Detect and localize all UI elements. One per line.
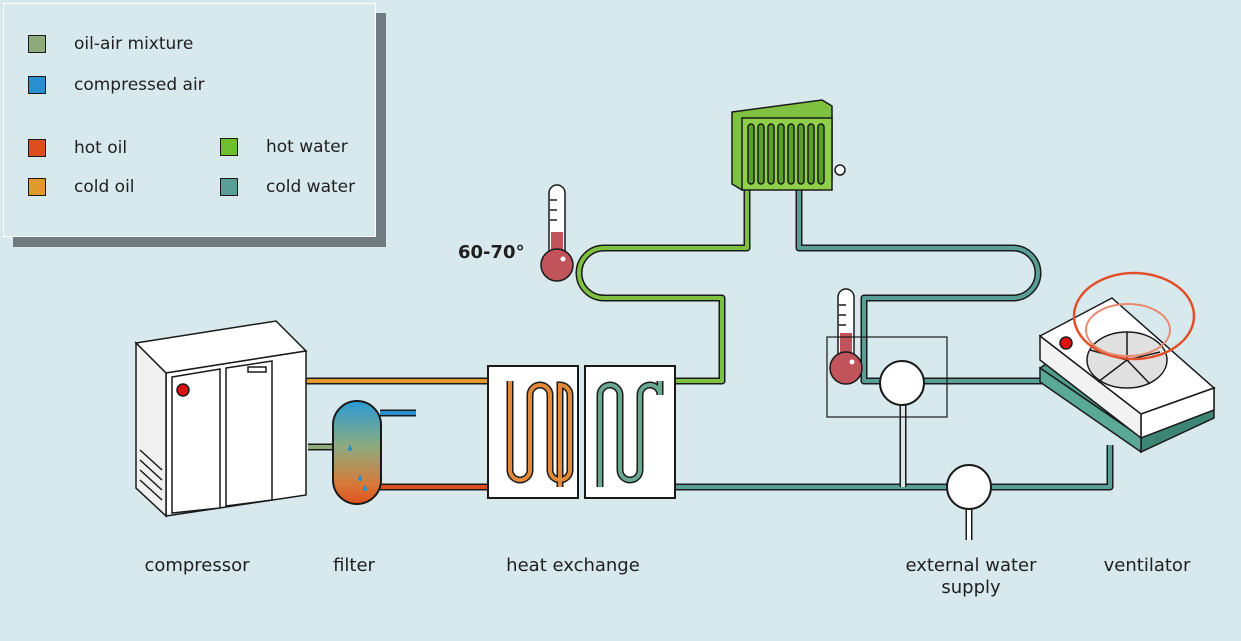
legend-label: cold water xyxy=(266,177,356,197)
temperature-label: 60-70° xyxy=(458,242,525,263)
caption-compressor: compressor xyxy=(144,555,250,576)
radiator-icon xyxy=(731,99,846,191)
legend-label: oil-air mixture xyxy=(74,34,194,54)
legend-label: cold oil xyxy=(74,177,135,197)
caption-filter: filter xyxy=(333,555,375,576)
flow-valve-icon xyxy=(946,464,992,510)
flow-valve-icon xyxy=(879,360,925,406)
legend-label: hot oil xyxy=(74,138,128,158)
heat-exchanger-water-icon xyxy=(584,365,676,499)
legend-label: hot water xyxy=(266,137,348,157)
caption-ventilator: ventilator xyxy=(1103,555,1191,576)
compressor-unit-icon xyxy=(134,320,308,518)
hot-water-pipe xyxy=(575,185,751,385)
legend-swatch xyxy=(220,178,238,196)
thermometer-icon xyxy=(829,288,863,385)
filter-tank-icon xyxy=(332,400,382,505)
cold-water-pipe xyxy=(795,185,1042,385)
legend-swatch xyxy=(28,139,46,157)
ventilator-ring xyxy=(1072,271,1196,361)
legend-swatch xyxy=(28,76,46,94)
legend: oil-air mixture compressed air hot oil c… xyxy=(3,3,376,237)
legend-swatch xyxy=(28,178,46,196)
legend-swatch xyxy=(220,138,238,156)
controller-box xyxy=(826,336,948,418)
ventilator-icon xyxy=(1038,297,1216,454)
caption-heat-exchange: heat exchange xyxy=(506,555,640,576)
heat-exchanger-oil-icon xyxy=(487,365,579,499)
thermometer-icon xyxy=(540,184,574,282)
ventilator-ring-inner xyxy=(1085,303,1171,357)
cold-water-return-pipe xyxy=(600,445,1114,491)
caption-external-water-supply: external water supply xyxy=(905,555,1037,598)
legend-label: compressed air xyxy=(74,75,205,95)
legend-swatch xyxy=(28,35,46,53)
